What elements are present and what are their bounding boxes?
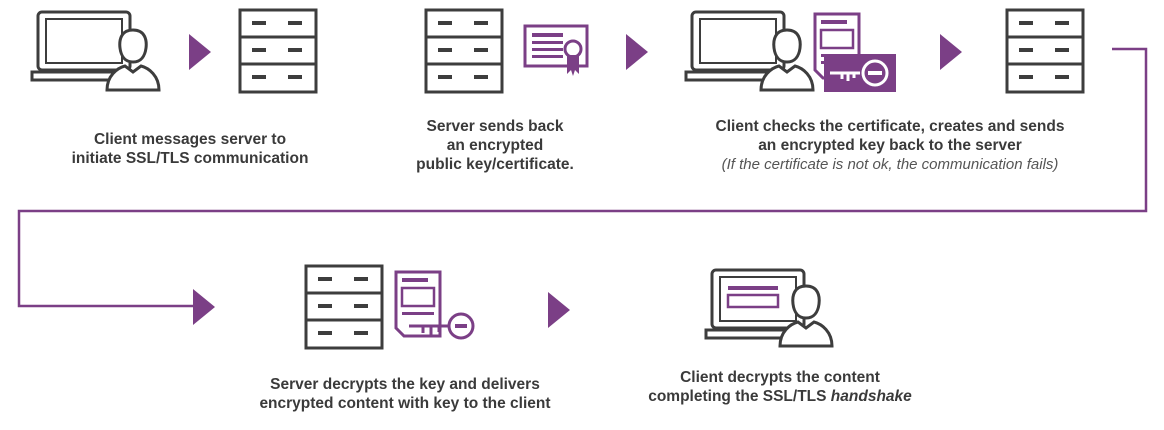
step-1-caption: Client messages server to initiate SSL/T… xyxy=(30,130,350,168)
arrow-right-icon xyxy=(940,34,962,70)
arrow-right-icon xyxy=(548,292,570,328)
server-icon xyxy=(424,8,504,94)
step-4-line-1: Server decrypts the key and delivers xyxy=(270,376,540,393)
step-4-line-2: encrypted content with key to the client xyxy=(259,395,551,412)
server-icon xyxy=(238,8,318,94)
document-icon xyxy=(394,270,442,338)
step-3-caption: Client checks the certificate, creates a… xyxy=(660,117,1120,174)
step-5-caption: Client decrypts the content completing t… xyxy=(600,368,960,406)
server-icon xyxy=(1005,8,1085,94)
arrow-right-icon xyxy=(193,289,215,325)
key-icon xyxy=(409,312,475,340)
step-2-line-3: public key/certificate. xyxy=(416,156,574,173)
user-icon xyxy=(759,28,815,92)
step-1-line-2: initiate SSL/TLS communication xyxy=(71,150,309,167)
step-5-line-2-text: completing the SSL/TLS xyxy=(648,388,831,405)
step-1-line-1: Client messages server to xyxy=(93,131,287,148)
arrow-right-icon xyxy=(189,34,211,70)
user-icon xyxy=(105,28,161,92)
step-3-line-1: Client checks the certificate, creates a… xyxy=(715,118,1065,135)
step-5-handshake-emphasis: handshake xyxy=(830,388,912,405)
user-icon xyxy=(778,284,834,348)
step-2-line-1: Server sends back xyxy=(426,118,564,135)
step-3-line-2: an encrypted key back to the server xyxy=(758,137,1022,154)
step-5-line-2: completing the SSL/TLS handshake xyxy=(600,387,960,406)
step-3-note: (If the certificate is not ok, the commu… xyxy=(721,156,1059,173)
step-2-caption: Server sends back an encrypted public ke… xyxy=(380,117,610,174)
step-2-line-2: an encrypted xyxy=(446,137,544,154)
arrow-right-icon xyxy=(626,34,648,70)
key-icon xyxy=(824,54,896,92)
step-4-caption: Server decrypts the key and delivers enc… xyxy=(190,375,620,413)
step-5-line-1: Client decrypts the content xyxy=(680,369,880,386)
server-icon xyxy=(304,264,384,350)
certificate-icon xyxy=(523,24,589,76)
